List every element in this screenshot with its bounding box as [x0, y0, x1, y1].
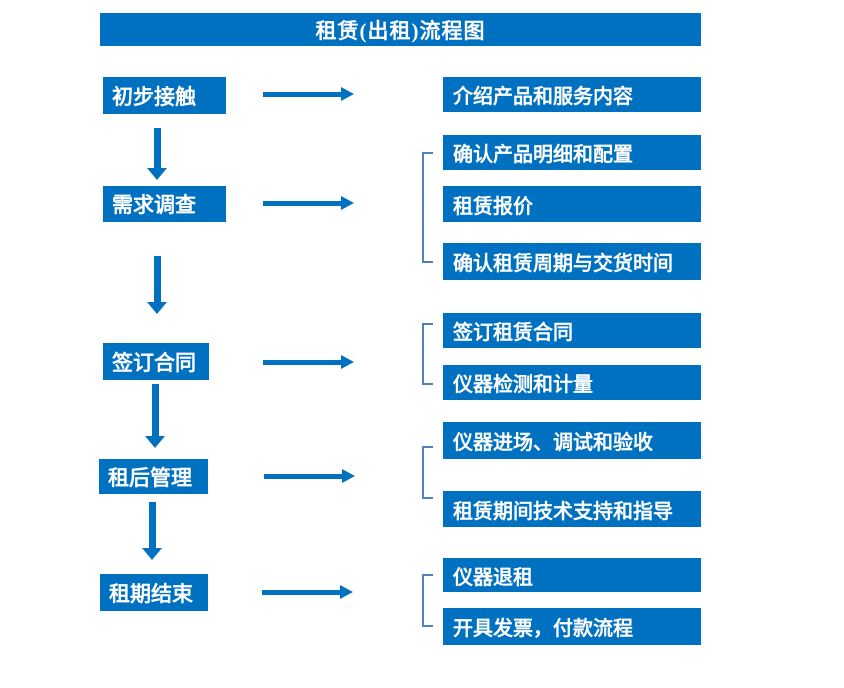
bracket-connector [422, 323, 433, 385]
step-sign-contract: 签订合同 [103, 343, 209, 380]
step-post-rental-management: 租后管理 [99, 459, 208, 494]
right-arrow-icon [262, 585, 353, 600]
output-introduce-products-services: 介绍产品和服务内容 [443, 77, 701, 112]
bracket-connector [422, 446, 433, 499]
step-demand-survey: 需求调查 [103, 186, 226, 222]
bracket-connector [422, 152, 433, 263]
output-rental-quotation: 租赁报价 [443, 186, 701, 222]
output-instrument-testing-metering: 仪器检测和计量 [443, 365, 701, 400]
right-arrow-icon [263, 196, 354, 211]
right-arrow-icon [263, 355, 354, 370]
output-instrument-return: 仪器退租 [443, 558, 701, 592]
flowchart-title: 租赁(出租)流程图 [100, 13, 701, 46]
step-initial-contact: 初步接触 [103, 77, 226, 114]
down-arrow-icon [142, 502, 163, 560]
output-technical-support-guidance: 租赁期间技术支持和指导 [443, 491, 701, 527]
step-rental-end: 租期结束 [100, 574, 208, 611]
bracket-connector [422, 574, 433, 627]
down-arrow-icon [145, 384, 166, 448]
output-invoice-payment-process: 开具发票，付款流程 [443, 608, 701, 645]
down-arrow-icon [147, 256, 168, 314]
output-instrument-entry-commissioning: 仪器进场、调试和验收 [443, 422, 701, 459]
right-arrow-icon [263, 87, 354, 102]
output-confirm-product-details: 确认产品明细和配置 [443, 135, 701, 170]
output-confirm-rental-period-delivery: 确认租赁周期与交货时间 [443, 243, 701, 280]
down-arrow-icon [147, 128, 168, 180]
right-arrow-icon [264, 469, 355, 484]
output-sign-rental-contract: 签订租赁合同 [443, 313, 701, 348]
